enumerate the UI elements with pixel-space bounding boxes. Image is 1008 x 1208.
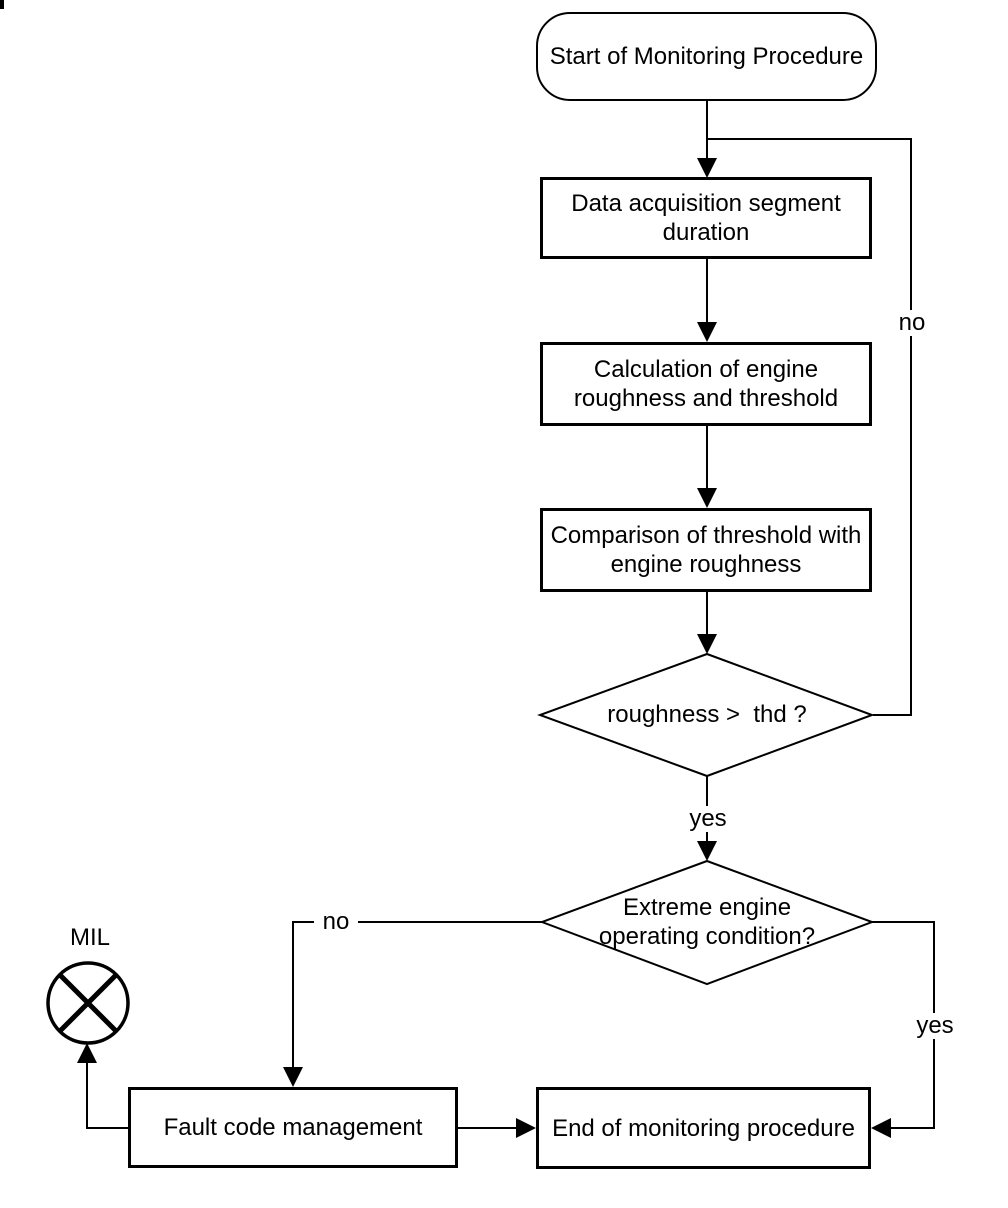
roughness-decision-label: roughness > thd ? (607, 701, 807, 728)
extreme-decision-label: Extreme engine operating condition? (598, 894, 816, 950)
arrowhead-into-fault-code (283, 1067, 303, 1087)
edge-fault-to-mil (86, 1063, 128, 1129)
arrowhead-into-comparison (697, 488, 717, 508)
calculation-box: Calculation of engine roughness and thre… (540, 342, 872, 426)
arrowhead-into-end-right (871, 1118, 891, 1138)
data-acquisition-box: Data acquisition segment duration (540, 177, 872, 259)
arrowhead-into-extreme-decision (697, 841, 717, 861)
arrowhead-into-acquisition (697, 158, 717, 178)
edge-label-yes-roughness: yes (681, 806, 735, 832)
arrowhead-into-calculation (697, 322, 717, 342)
mil-label: MIL (69, 924, 110, 951)
edge-label-no-extreme: no (314, 909, 358, 935)
edge-no-to-fault-code (292, 921, 542, 1069)
comparison-box: Comparison of threshold with engine roug… (540, 508, 872, 592)
end-box: End of monitoring procedure (536, 1087, 871, 1169)
arrowhead-into-mil (77, 1043, 97, 1063)
scan-artifact-mark (0, 0, 4, 9)
edge-no-feedback-loop (707, 138, 912, 716)
extreme-decision-diamond (539, 859, 875, 986)
arrowhead-into-roughness-decision (697, 634, 717, 654)
edge-label-yes-extreme: yes (908, 1013, 962, 1039)
arrowhead-into-end-left (516, 1118, 536, 1138)
roughness-decision-diamond (537, 652, 875, 778)
start-terminator: Start of Monitoring Procedure (536, 12, 877, 101)
edge-label-no-feedback: no (890, 310, 934, 336)
fault-code-box: Fault code management (128, 1087, 458, 1168)
mil-lamp-icon (46, 961, 130, 1045)
